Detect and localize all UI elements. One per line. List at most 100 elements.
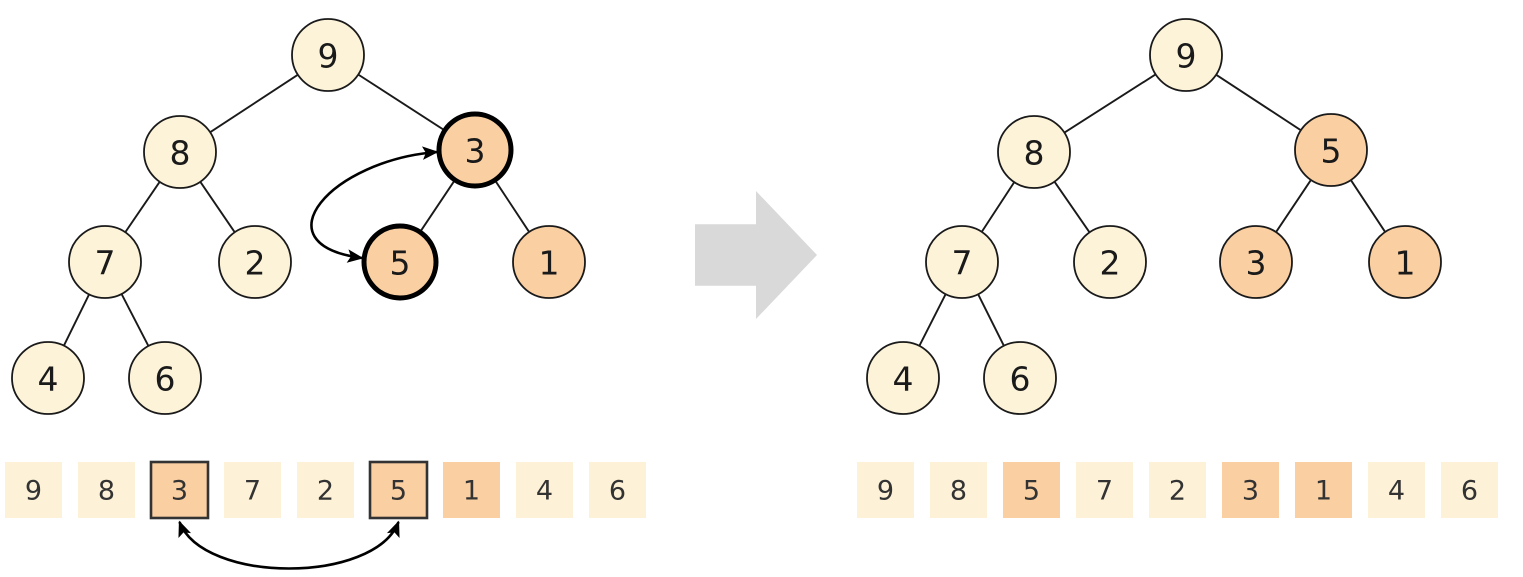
left-node-label-2: 2 xyxy=(245,244,266,283)
after-array-cell-4[interactable]: 2 xyxy=(1149,462,1206,518)
before-array-cell-3[interactable]: 7 xyxy=(224,462,281,518)
before-array-cell-0[interactable]: 9 xyxy=(5,462,62,518)
before-array-cell-box-7 xyxy=(516,462,573,518)
right-edge-8-2 xyxy=(1052,179,1092,235)
transition-arrow-group xyxy=(695,191,817,319)
before-array-cell-value-0: 9 xyxy=(25,476,42,507)
right-node-label-1: 1 xyxy=(1395,244,1416,283)
before-array-cell-5[interactable]: 5 xyxy=(368,460,429,520)
before-array-cell-box-2 xyxy=(149,460,210,520)
right-node-label-4: 4 xyxy=(893,360,914,399)
left-edge-7-6 xyxy=(120,292,150,348)
left-tree-nodes: 98 3 7 2 5 1 4 6 xyxy=(11,18,586,415)
after-array-cell-box-0 xyxy=(857,462,914,518)
right-node-label-9: 9 xyxy=(1176,37,1197,76)
right-node-label-7: 7 xyxy=(952,244,973,283)
left-edge-3-1 xyxy=(493,178,531,234)
after-array-cell-value-7: 4 xyxy=(1388,476,1405,507)
after-array-cell-5[interactable]: 3 xyxy=(1222,462,1279,518)
before-array-cell-value-6: 1 xyxy=(463,476,480,507)
before-array-cell-value-1: 8 xyxy=(98,476,115,507)
right-edge-5-1 xyxy=(1349,178,1387,234)
before-array-cell-box-6 xyxy=(443,462,500,518)
before-array-cell-value-4: 2 xyxy=(317,476,334,507)
right-node-circle-1 xyxy=(1368,225,1442,299)
right-node-6[interactable]: 6 xyxy=(983,341,1057,415)
right-node-2[interactable]: 2 xyxy=(1073,225,1147,299)
left-edge-8-2 xyxy=(198,179,237,235)
after-array-cell-7[interactable]: 4 xyxy=(1368,462,1425,518)
left-edge-3-5 xyxy=(418,178,457,234)
left-node-2[interactable]: 2 xyxy=(218,225,292,299)
left-node-4[interactable]: 4 xyxy=(11,341,85,415)
after-array-cell-box-7 xyxy=(1368,462,1425,518)
before-array-cell-box-3 xyxy=(224,462,281,518)
after-array-cell-6[interactable]: 1 xyxy=(1295,462,1352,518)
right-node-circle-4 xyxy=(866,341,940,415)
tree-swap-arrow xyxy=(310,146,439,263)
right-node-4[interactable]: 4 xyxy=(866,341,940,415)
left-node-3[interactable]: 3 xyxy=(436,111,514,189)
before-array-cell-1[interactable]: 8 xyxy=(78,462,135,518)
before-array-cell-value-7: 4 xyxy=(536,476,553,507)
right-node-label-3: 3 xyxy=(1246,244,1267,283)
left-node-5[interactable]: 5 xyxy=(361,223,439,301)
left-node-label-7: 7 xyxy=(95,244,116,283)
left-node-9[interactable]: 9 xyxy=(291,18,365,92)
left-node-8[interactable]: 8 xyxy=(143,115,217,189)
before-array-cell-6[interactable]: 1 xyxy=(443,462,500,518)
before-array-cell-2[interactable]: 3 xyxy=(149,460,210,520)
after-array-cell-2[interactable]: 5 xyxy=(1003,462,1060,518)
left-node-label-3: 3 xyxy=(465,132,486,171)
right-node-circle-9 xyxy=(1149,18,1223,92)
right-tree-nodes: 9 8 5 7 2 3 1 4 6 xyxy=(866,18,1442,415)
right-edge-5-3 xyxy=(1274,178,1313,234)
after-array-cell-8[interactable]: 6 xyxy=(1441,462,1498,518)
right-edge-7-4 xyxy=(917,292,948,348)
right-node-5[interactable]: 5 xyxy=(1294,113,1368,187)
right-tree-edges xyxy=(917,72,1387,348)
left-node-label-4: 4 xyxy=(38,360,59,399)
after-array-cell-0[interactable]: 9 xyxy=(857,462,914,518)
after-array-cell-value-2: 5 xyxy=(1023,476,1040,507)
after-array-cell-box-1 xyxy=(930,462,987,518)
after-array-cell-value-5: 3 xyxy=(1242,476,1259,507)
after-array-cell-value-0: 9 xyxy=(877,476,894,507)
before-array-cell-8[interactable]: 6 xyxy=(589,462,646,518)
right-node-1[interactable]: 1 xyxy=(1368,225,1442,299)
right-node-circle-2 xyxy=(1073,225,1147,299)
after-array-cell-box-8 xyxy=(1441,462,1498,518)
right-arrow-icon xyxy=(695,191,817,319)
before-array-cell-value-2: 3 xyxy=(171,476,188,507)
before-array-cell-7[interactable]: 4 xyxy=(516,462,573,518)
left-node-circle-5 xyxy=(361,223,439,301)
right-edge-9-5 xyxy=(1214,73,1303,132)
left-node-label-1: 1 xyxy=(539,244,560,283)
after-array-cell-value-1: 8 xyxy=(950,476,967,507)
left-edge-8-7 xyxy=(123,179,162,235)
right-edge-7-6 xyxy=(976,292,1006,348)
right-node-label-6: 6 xyxy=(1010,360,1031,399)
before-array-cell-4[interactable]: 2 xyxy=(297,462,354,518)
after-array-cell-1[interactable]: 8 xyxy=(930,462,987,518)
after-array-cell-box-3 xyxy=(1076,462,1133,518)
right-node-3[interactable]: 3 xyxy=(1219,225,1293,299)
left-node-7[interactable]: 7 xyxy=(68,225,142,299)
right-node-9[interactable]: 9 xyxy=(1149,18,1223,92)
right-node-8[interactable]: 8 xyxy=(997,115,1071,189)
left-node-6[interactable]: 6 xyxy=(128,341,202,415)
left-node-circle-2 xyxy=(218,225,292,299)
after-array-cell-3[interactable]: 7 xyxy=(1076,462,1133,518)
right-node-7[interactable]: 7 xyxy=(925,225,999,299)
after-array-cell-box-4 xyxy=(1149,462,1206,518)
left-node-label-6: 6 xyxy=(155,360,176,399)
left-node-circle-6 xyxy=(128,341,202,415)
after-array-cell-value-4: 2 xyxy=(1169,476,1186,507)
before-array-cell-box-4 xyxy=(297,462,354,518)
right-node-circle-3 xyxy=(1219,225,1293,299)
right-array-cells: 9 8 5 7 2 3 1 4 6 xyxy=(857,462,1498,518)
left-node-1[interactable]: 1 xyxy=(512,225,586,299)
before-array-cell-box-1 xyxy=(78,462,135,518)
